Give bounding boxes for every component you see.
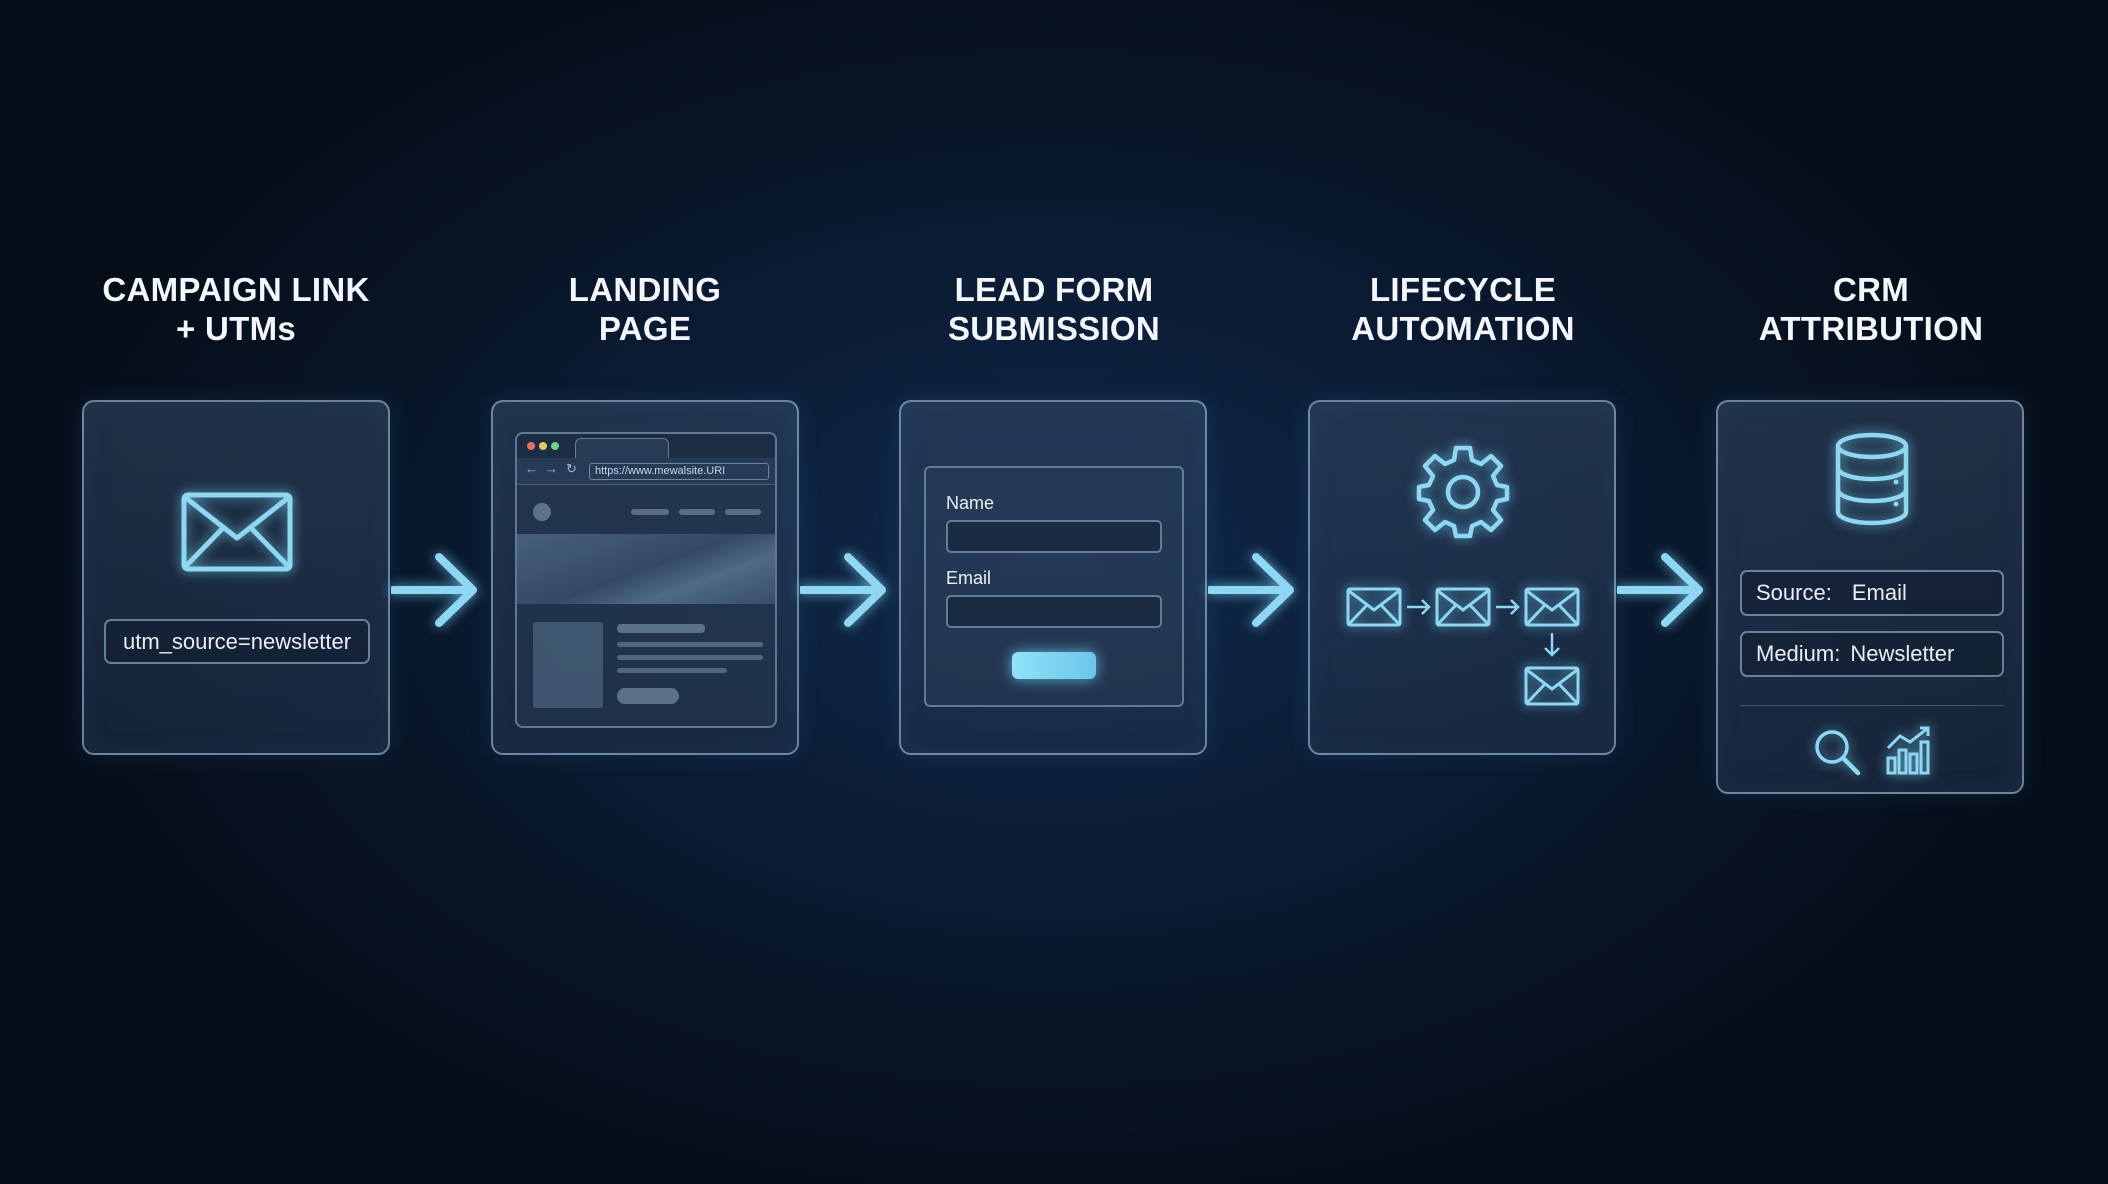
flow-arrow-4 [1617,553,1703,627]
database-icon [1835,432,1909,526]
browser-dot-yellow [539,442,547,450]
content-line [617,642,763,647]
browser-window: ← → ↻ https://www.mewalsite.URI [515,432,777,728]
flow-arrow-2 [800,553,886,627]
stage-title-campaign-link: CAMPAIGN LINK + UTMs [102,271,370,347]
browser-tab[interactable] [575,438,669,459]
card-landing-page: ← → ↻ https://www.mewalsite.URI [491,400,799,755]
source-label: Source: [1756,580,1832,605]
gear-icon [1416,445,1510,539]
cta-button[interactable] [617,688,679,704]
envelope-icon [1524,587,1580,627]
stage-title-landing-page: LANDING PAGE [568,271,722,347]
card-lead-form: Name Email [899,400,1207,755]
browser-dot-green [551,442,559,450]
site-nav-item[interactable] [631,509,669,515]
url-text: https://www.mewalsite.URI [595,465,726,477]
content-line [617,655,763,660]
medium-field: Medium: Newsletter [1740,631,2004,677]
site-logo [533,503,551,521]
site-nav-item[interactable] [679,509,715,515]
card-crm-attribution: Source: Email Medium: Newsletter [1716,400,2024,794]
arrow-right-icon [1407,599,1431,615]
magnifier-icon[interactable] [1812,727,1862,777]
medium-value: Newsletter [1850,641,1955,666]
content-line [617,668,727,673]
arrow-down-icon [1544,633,1560,657]
email-label: Email [946,568,992,588]
forward-arrow-icon[interactable]: → [545,461,558,476]
stage-title-crm-attribution: CRM ATTRIBUTION [1758,271,1984,347]
envelope-icon [1435,587,1491,627]
hero-image [517,534,775,604]
url-bar[interactable]: https://www.mewalsite.URI [589,463,769,480]
envelope-icon [1524,666,1580,706]
card-lifecycle-automation [1308,400,1616,755]
name-label: Name [946,493,995,513]
name-input[interactable] [946,520,1162,553]
bar-chart-icon[interactable] [1884,724,1934,776]
medium-label: Medium: [1756,641,1841,666]
divider [1740,705,2004,706]
back-arrow-icon[interactable]: ← [525,461,538,476]
stage-title-lifecycle-automation: LIFECYCLE AUTOMATION [1351,271,1575,347]
stage-title-lead-form: LEAD FORM SUBMISSION [947,271,1161,347]
flow-arrow-1 [391,553,477,627]
envelope-icon [1346,587,1402,627]
card-campaign-link: utm_source=newsletter [82,400,390,755]
flow-arrow-3 [1208,553,1294,627]
content-image [533,622,603,708]
site-nav-item[interactable] [725,509,761,515]
utm-param-field: utm_source=newsletter [104,619,370,664]
source-value: Email [1851,580,1907,605]
content-heading [617,624,705,633]
reload-icon[interactable]: ↻ [566,461,577,476]
submit-button[interactable] [1012,652,1096,679]
browser-dot-red [527,442,535,450]
envelope-icon [181,492,293,572]
source-field: Source: Email [1740,570,2004,616]
arrow-right-icon [1496,599,1520,615]
lead-form: Name Email [924,466,1184,707]
browser-nav-bar [517,458,775,485]
email-input[interactable] [946,595,1162,628]
utm-param-value: utm_source=newsletter [122,628,352,654]
